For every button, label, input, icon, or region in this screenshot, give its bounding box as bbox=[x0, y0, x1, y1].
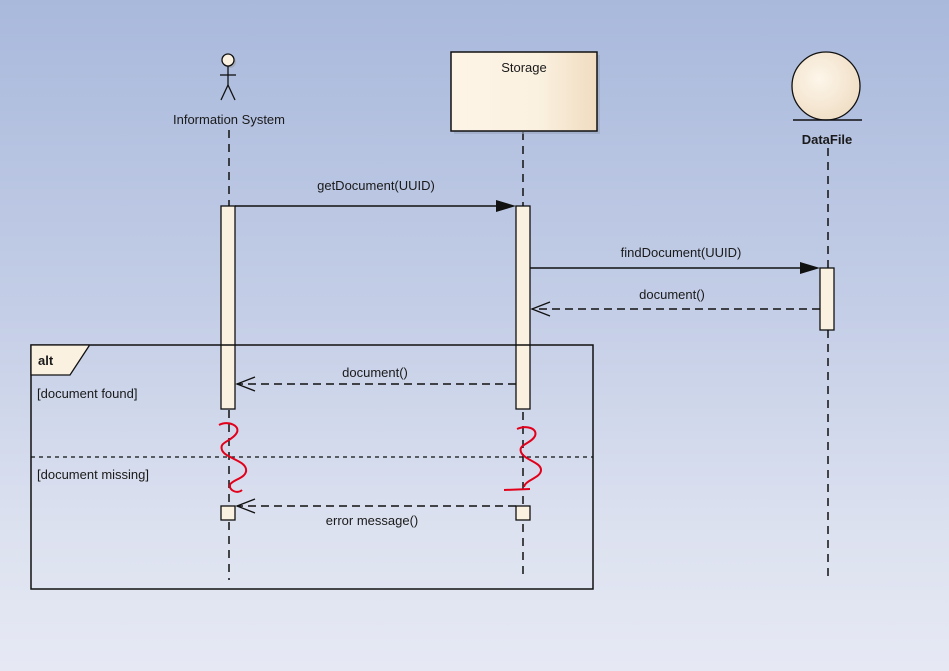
message-label: getDocument(UUID) bbox=[317, 178, 435, 193]
open-arrowhead-icon bbox=[530, 301, 551, 317]
message-label: document() bbox=[342, 365, 408, 380]
alt-fragment[interactable]: alt [document found] [document missing] bbox=[30, 344, 594, 590]
guard-document-found: [document found] bbox=[37, 386, 137, 401]
message-document-return-datafile[interactable]: document() bbox=[530, 287, 820, 317]
open-arrowhead-icon bbox=[235, 498, 256, 514]
message-error-message[interactable]: error message() bbox=[235, 498, 516, 528]
guard-document-missing: [document missing] bbox=[37, 467, 149, 482]
actor-stick-figure-icon bbox=[220, 53, 236, 101]
object-label: Storage bbox=[501, 60, 547, 75]
entity-label: DataFile bbox=[802, 132, 853, 147]
activation-bar-storage-2 bbox=[515, 505, 531, 521]
entity-datafile[interactable]: DataFile bbox=[791, 51, 862, 147]
fragment-operator-label: alt bbox=[38, 353, 54, 368]
filled-arrowhead-icon bbox=[800, 262, 820, 274]
filled-arrowhead-icon bbox=[496, 200, 516, 212]
actor-label: Information System bbox=[173, 112, 285, 127]
message-label: error message() bbox=[326, 513, 418, 528]
message-document-return-storage[interactable]: document() bbox=[235, 365, 516, 392]
red-squiggle-annotation-storage bbox=[503, 426, 543, 491]
object-storage[interactable]: Storage bbox=[450, 51, 600, 134]
message-label: findDocument(UUID) bbox=[621, 245, 742, 260]
message-getdocument[interactable]: getDocument(UUID) bbox=[235, 178, 516, 212]
activation-bar-storage bbox=[515, 205, 531, 410]
fragment-operator-tab bbox=[30, 344, 90, 376]
message-label: document() bbox=[639, 287, 705, 302]
open-arrowhead-icon bbox=[235, 376, 256, 392]
red-squiggle-annotation-information-system bbox=[218, 422, 248, 493]
actor-information-system[interactable]: Information System bbox=[173, 53, 285, 127]
activation-bar-information-system bbox=[220, 205, 236, 410]
entity-circle-icon bbox=[791, 51, 862, 121]
activation-bar-information-system-2 bbox=[220, 505, 236, 521]
activation-bar-datafile bbox=[819, 267, 835, 331]
message-finddocument[interactable]: findDocument(UUID) bbox=[530, 245, 820, 274]
